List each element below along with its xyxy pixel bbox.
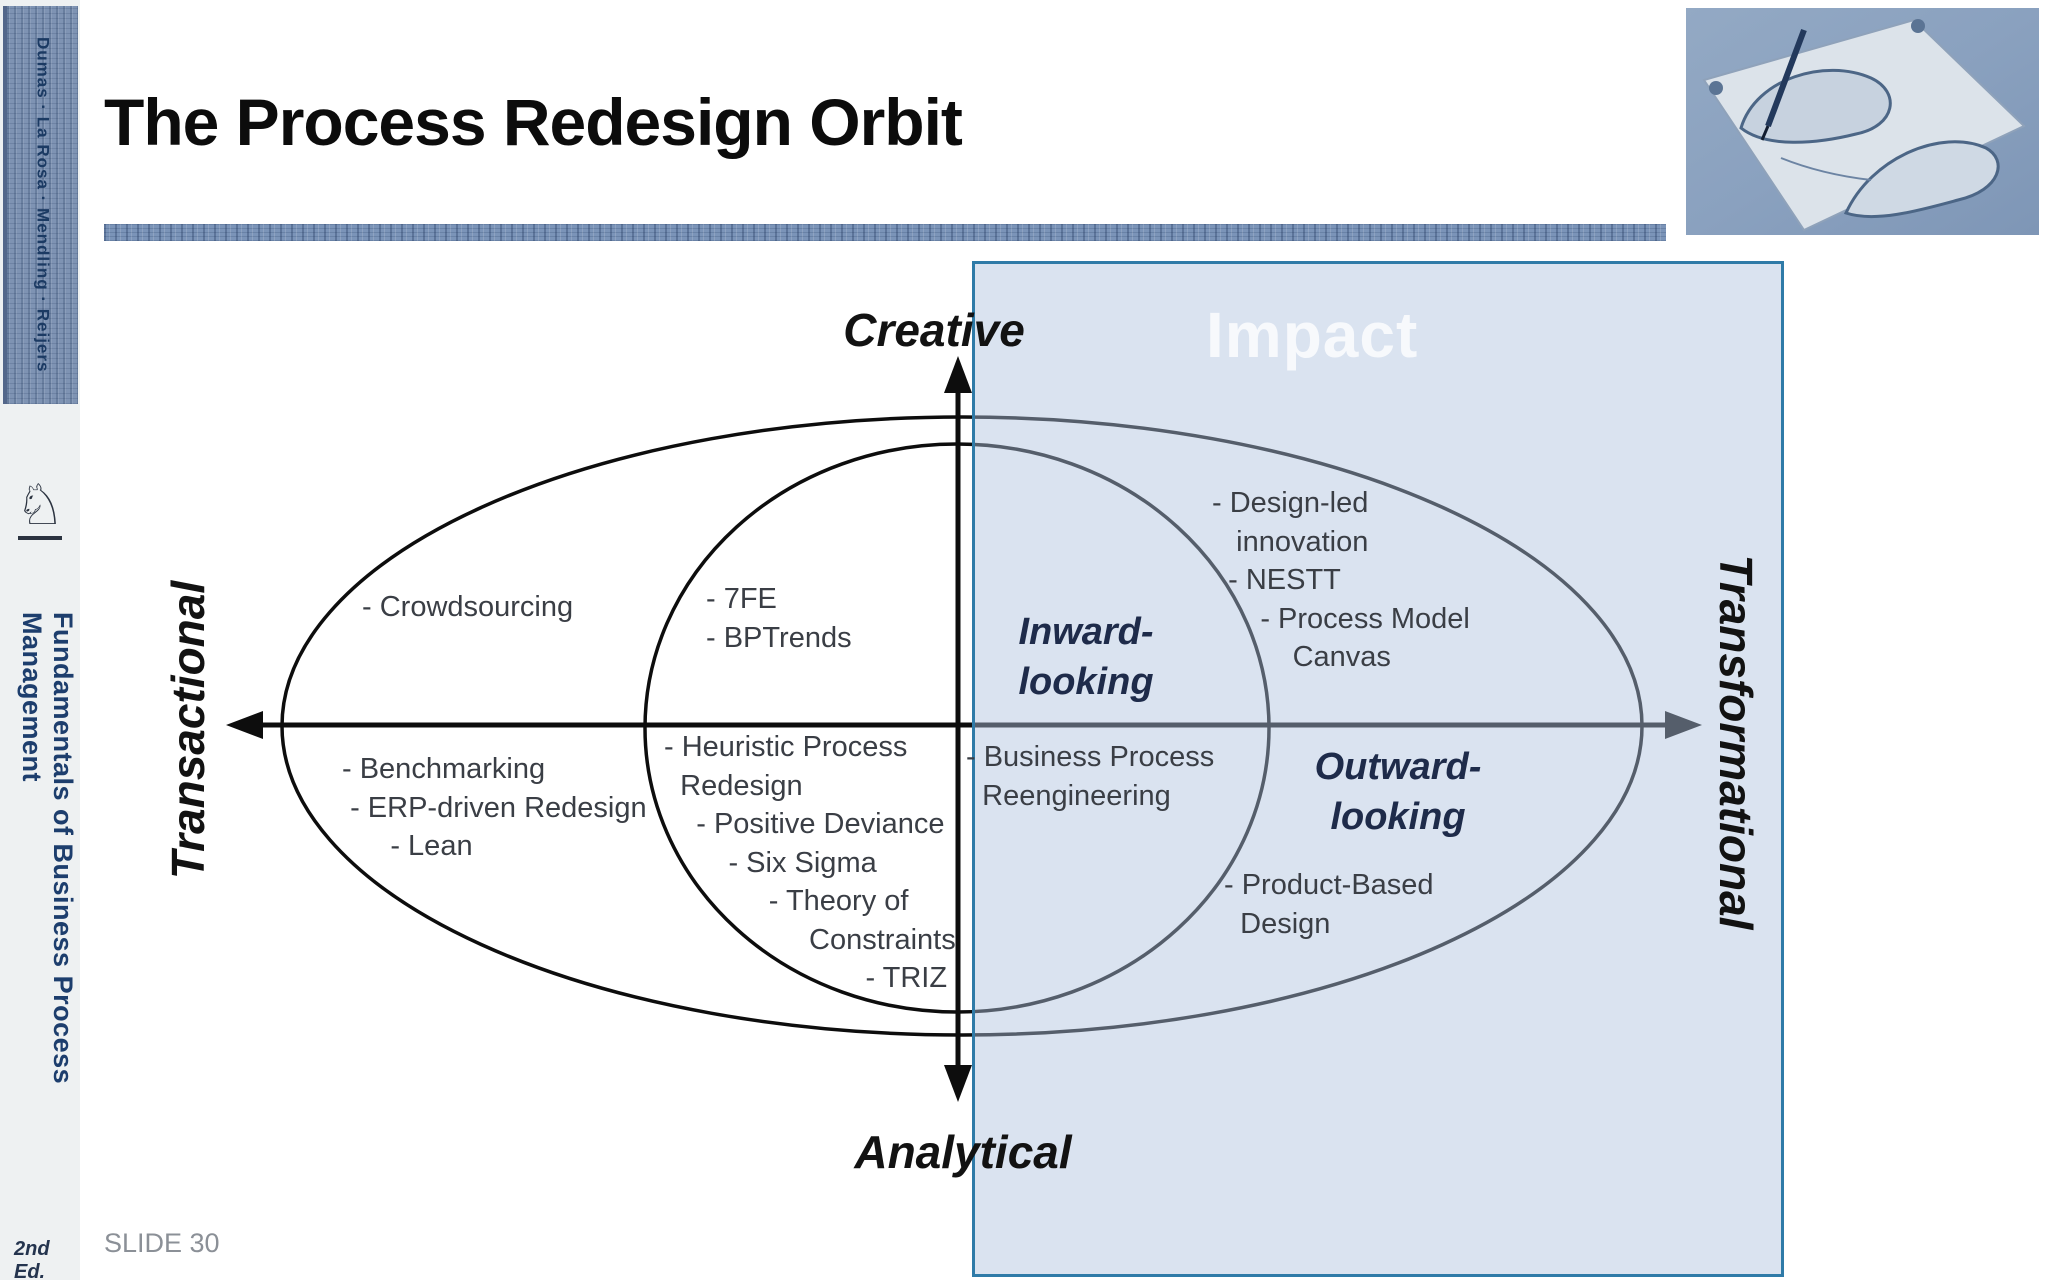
- axis-label-creative: Creative: [843, 304, 1025, 356]
- label-7fe-bptrends: - 7FE - BPTrends: [706, 583, 852, 654]
- paper-pin: [1911, 19, 1925, 33]
- title-underline-bar: [104, 224, 1666, 241]
- chess-knight-icon: ♘: [14, 473, 66, 538]
- book-spine-sidebar: Dumas · La Rosa · Mendling · Reijers ♘ F…: [0, 0, 80, 1280]
- label-product-based-design: - Product-Based Design: [1224, 869, 1434, 940]
- edition-text: 2nd Ed.: [14, 1238, 50, 1280]
- axis-label-transactional: Transactional: [162, 580, 214, 880]
- book-title-text: Fundamentals of Business Process Managem…: [17, 612, 78, 1085]
- quadrant-label-inward-looking: Inward- looking: [1018, 610, 1154, 703]
- label-crowdsourcing: - Crowdsourcing: [362, 591, 574, 623]
- spine-authors-band: Dumas · La Rosa · Mendling · Reijers: [3, 6, 78, 404]
- label-benchmarking-erp-lean: - Benchmarking - ERP-driven Redesign - L…: [342, 753, 647, 863]
- pencil: [1765, 28, 1807, 128]
- paper-pin: [1709, 81, 1723, 95]
- left-arrowhead: [226, 711, 263, 739]
- label-heuristic-methods-list: - Heuristic Process Redesign - Positive …: [664, 731, 956, 995]
- authors-text: Dumas · La Rosa · Mendling · Reijers: [33, 37, 53, 373]
- quadrant-label-outward-looking: Outward- looking: [1314, 745, 1482, 838]
- label-business-process-reengineering: - Business Process Reengineering: [966, 741, 1215, 812]
- bottom-arrowhead: [944, 1065, 972, 1102]
- right-arrowhead: [1665, 711, 1702, 739]
- top-arrowhead: [944, 356, 972, 393]
- publisher-knight-logo: ♘: [8, 478, 72, 540]
- impact-label: Impact: [1206, 299, 1419, 371]
- right-drawing-hand: [1843, 140, 2000, 219]
- axis-label-transformational: Transformational: [1710, 554, 1762, 930]
- sketched-line: [1780, 157, 1872, 181]
- impact-overlay: [972, 261, 1784, 1277]
- slide-number: SLIDE 30: [104, 1228, 220, 1258]
- escher-drawing-hands-image: [1686, 8, 2039, 235]
- pencil-tip: [1760, 125, 1770, 141]
- axis-label-analytical: Analytical: [854, 1126, 1072, 1178]
- knight-logo-underline: [18, 536, 62, 540]
- label-design-led-innovation-list: - Design-led innovation - NESTT - Proces…: [1212, 487, 1470, 674]
- page-title: The Process Redesign Orbit: [104, 85, 963, 159]
